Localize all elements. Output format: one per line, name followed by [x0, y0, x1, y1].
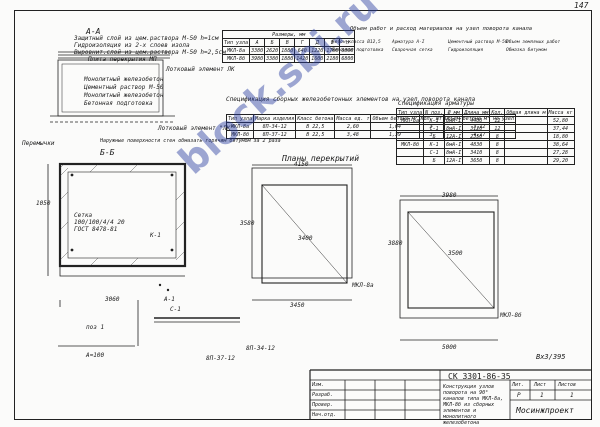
precast-title: Спецификация сборных железобетонных элем… — [226, 96, 476, 103]
plan-dim-3400: 3400 — [298, 235, 313, 242]
dimensions-table: Размеры, мм Тип узла А Б В Г Д Е Н МКЛ-8… — [221, 30, 356, 63]
aa-layer-4: Плита перекрытия МП — [88, 56, 157, 63]
bb-mesh-2: 100/100/4/4 20 — [74, 219, 125, 226]
plan-dim-3880: 3880 — [388, 240, 403, 247]
aa-layer-3: Выровнит.слой из цем.раствора М-50 h=2,5… — [74, 49, 226, 56]
bb-dim-3060: 3060 — [105, 296, 120, 303]
bb-mark-k1: К-1 — [150, 232, 161, 239]
plan-dim-3980: 3980 — [442, 192, 457, 199]
plan-dim-5000: 5000 — [442, 344, 457, 351]
dim-table-subtitle: Объем работ и расход материалов на узел … — [350, 26, 533, 32]
rebar-title: Спецификация арматуры — [398, 100, 474, 107]
aa-layer-5: Лотковый элемент ЛК — [166, 66, 235, 73]
bb-label-bitumen: Наружные поверхности стен обмазать горяч… — [100, 138, 281, 144]
plan-label-mkl8b: МКЛ-8б — [500, 312, 522, 319]
aa-note-3: Монолитный железобетон — [84, 92, 164, 99]
bb-mark-c1: С-1 — [170, 306, 181, 313]
plan-dim-3450: 3450 — [290, 302, 305, 309]
bb-mark-a1: А-1 — [164, 296, 175, 303]
section-aa-title: А-А — [86, 27, 101, 36]
sheet-number: 147 — [574, 1, 589, 10]
materials-columns: Бетон класса В12,5 Бетонная подготовка А… — [332, 40, 561, 53]
plan-dim-3580: 3580 — [240, 220, 255, 227]
section-bb-title: Б-Б — [100, 148, 115, 157]
plan-label-8p3712: 8П-37-12 — [206, 355, 235, 362]
bottom-code: Вх3/395 — [536, 353, 566, 361]
bb-label-lk: Лотковый элемент "ЛК" — [158, 125, 234, 132]
aa-note-1: Монолитный железобетон — [84, 76, 164, 83]
bb-pos-label: поз 1 — [86, 324, 105, 331]
bb-mesh-1: Сетка — [74, 212, 93, 219]
stamp-organization: Мосинжпроект — [516, 406, 574, 415]
aa-layer-1: Защитный слой из цем.раствора М-50 h=1см — [74, 35, 219, 42]
aa-note-4: Бетонная подготовка — [84, 100, 153, 107]
bb-dim-1050: 1050 — [36, 200, 51, 207]
stamp-description: Конструкция узлов поворота на 90° канало… — [443, 384, 504, 426]
bb-mesh-3: ГОСТ 8478-81 — [74, 226, 118, 233]
aa-layer-2: Гидроизоляция из 2-х слоев изола — [74, 42, 190, 49]
bb-dim-a100: А≈100 — [86, 352, 105, 359]
plan-dim-3500: 3500 — [448, 250, 463, 257]
stamp-doc-code: СК 3301-86-35 — [448, 372, 511, 381]
aa-note-2: Цементный раствор М-50 — [84, 84, 164, 91]
plan-label-mkl8a: МКЛ-8а — [352, 282, 374, 289]
plan-title: Планы перекрытий — [282, 154, 360, 163]
sheet-frame — [14, 10, 592, 420]
plan-label-8p3412: 8П-34-12 — [246, 345, 275, 352]
plan-dim-4150: 4150 — [294, 161, 309, 168]
aa-bottom-note: Перемычки — [22, 140, 55, 147]
